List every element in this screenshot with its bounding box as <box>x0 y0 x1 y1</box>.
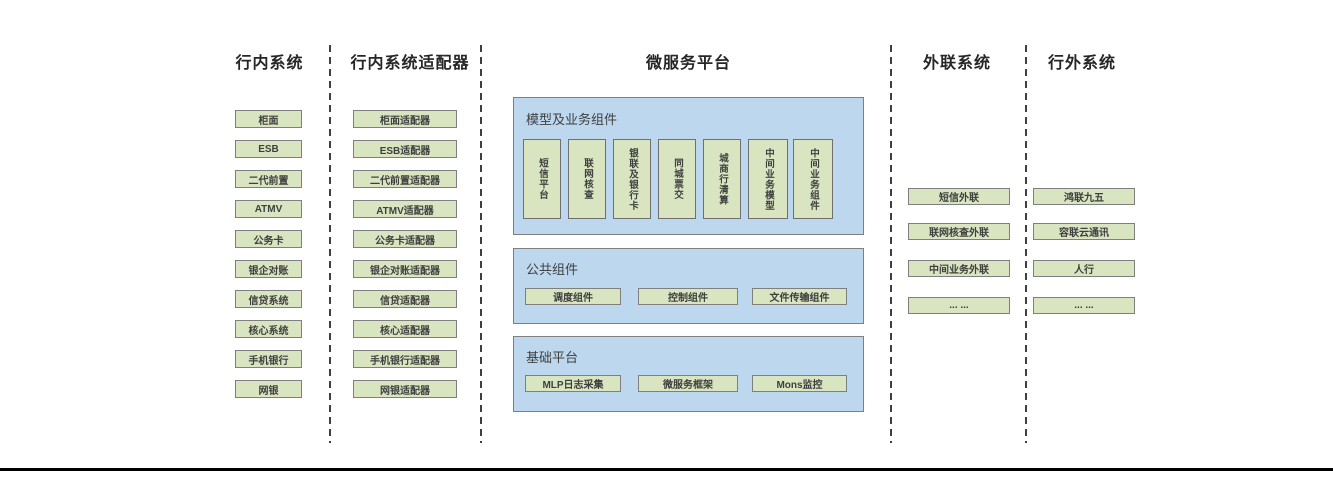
column-title-adapters: 行内系统适配器 <box>350 55 470 72</box>
outside-system-box: ... ... <box>1033 297 1135 314</box>
model-component-box: 中间业务模型 <box>748 139 788 219</box>
model-component-box: 中间业务组件 <box>793 139 833 219</box>
external-link-box: 联网核查外联 <box>908 223 1010 240</box>
adapter-box: 手机银行适配器 <box>353 350 457 368</box>
inbank-box: 银企对账 <box>235 260 302 278</box>
panel-public-components: 公共组件 <box>513 248 864 324</box>
inbank-box: ATMV <box>235 200 302 218</box>
panel-label: 模型及业务组件 <box>526 112 618 127</box>
model-component-box: 同城票交 <box>658 139 696 219</box>
outside-system-box: 容联云通讯 <box>1033 223 1135 240</box>
column-divider <box>1025 45 1027 443</box>
column-title-outside: 行外系统 <box>1047 55 1116 72</box>
adapter-box: 网银适配器 <box>353 380 457 398</box>
inbank-box: 二代前置 <box>235 170 302 188</box>
inbank-box: 柜面 <box>235 110 302 128</box>
bottom-rule <box>0 468 1333 471</box>
adapter-box: 公务卡适配器 <box>353 230 457 248</box>
external-link-box: 短信外联 <box>908 188 1010 205</box>
public-component-box: 调度组件 <box>525 288 621 305</box>
column-title-platform: 微服务平台 <box>645 55 731 72</box>
inbank-box: 信贷系统 <box>235 290 302 308</box>
column-title-inbank: 行内系统 <box>235 55 304 72</box>
adapter-box: 银企对账适配器 <box>353 260 457 278</box>
inbank-box: 核心系统 <box>235 320 302 338</box>
public-component-box: 控制组件 <box>638 288 738 305</box>
model-component-box: 短信平台 <box>523 139 561 219</box>
public-component-box: 文件传输组件 <box>752 288 847 305</box>
adapter-box: ATMV适配器 <box>353 200 457 218</box>
panel-label: 基础平台 <box>526 350 579 365</box>
model-component-box: 银联及银行卡 <box>613 139 651 219</box>
outside-system-box: 人行 <box>1033 260 1135 277</box>
base-platform-box: Mons监控 <box>752 375 847 392</box>
column-title-external: 外联系统 <box>922 55 991 72</box>
adapter-box: ESB适配器 <box>353 140 457 158</box>
external-link-box: 中间业务外联 <box>908 260 1010 277</box>
model-component-box: 联网核查 <box>568 139 606 219</box>
column-divider <box>329 45 331 443</box>
column-divider <box>890 45 892 443</box>
inbank-box: 网银 <box>235 380 302 398</box>
outside-system-box: 鸿联九五 <box>1033 188 1135 205</box>
panel-label: 公共组件 <box>526 262 579 277</box>
adapter-box: 核心适配器 <box>353 320 457 338</box>
inbank-box: 公务卡 <box>235 230 302 248</box>
panel-base-platform: 基础平台 <box>513 336 864 412</box>
column-divider <box>480 45 482 443</box>
base-platform-box: 微服务框架 <box>638 375 738 392</box>
base-platform-box: MLP日志采集 <box>525 375 621 392</box>
inbank-box: ESB <box>235 140 302 158</box>
external-link-box: ... ... <box>908 297 1010 314</box>
model-component-box: 城商行清算 <box>703 139 741 219</box>
adapter-box: 二代前置适配器 <box>353 170 457 188</box>
inbank-box: 手机银行 <box>235 350 302 368</box>
adapter-box: 信贷适配器 <box>353 290 457 308</box>
adapter-box: 柜面适配器 <box>353 110 457 128</box>
